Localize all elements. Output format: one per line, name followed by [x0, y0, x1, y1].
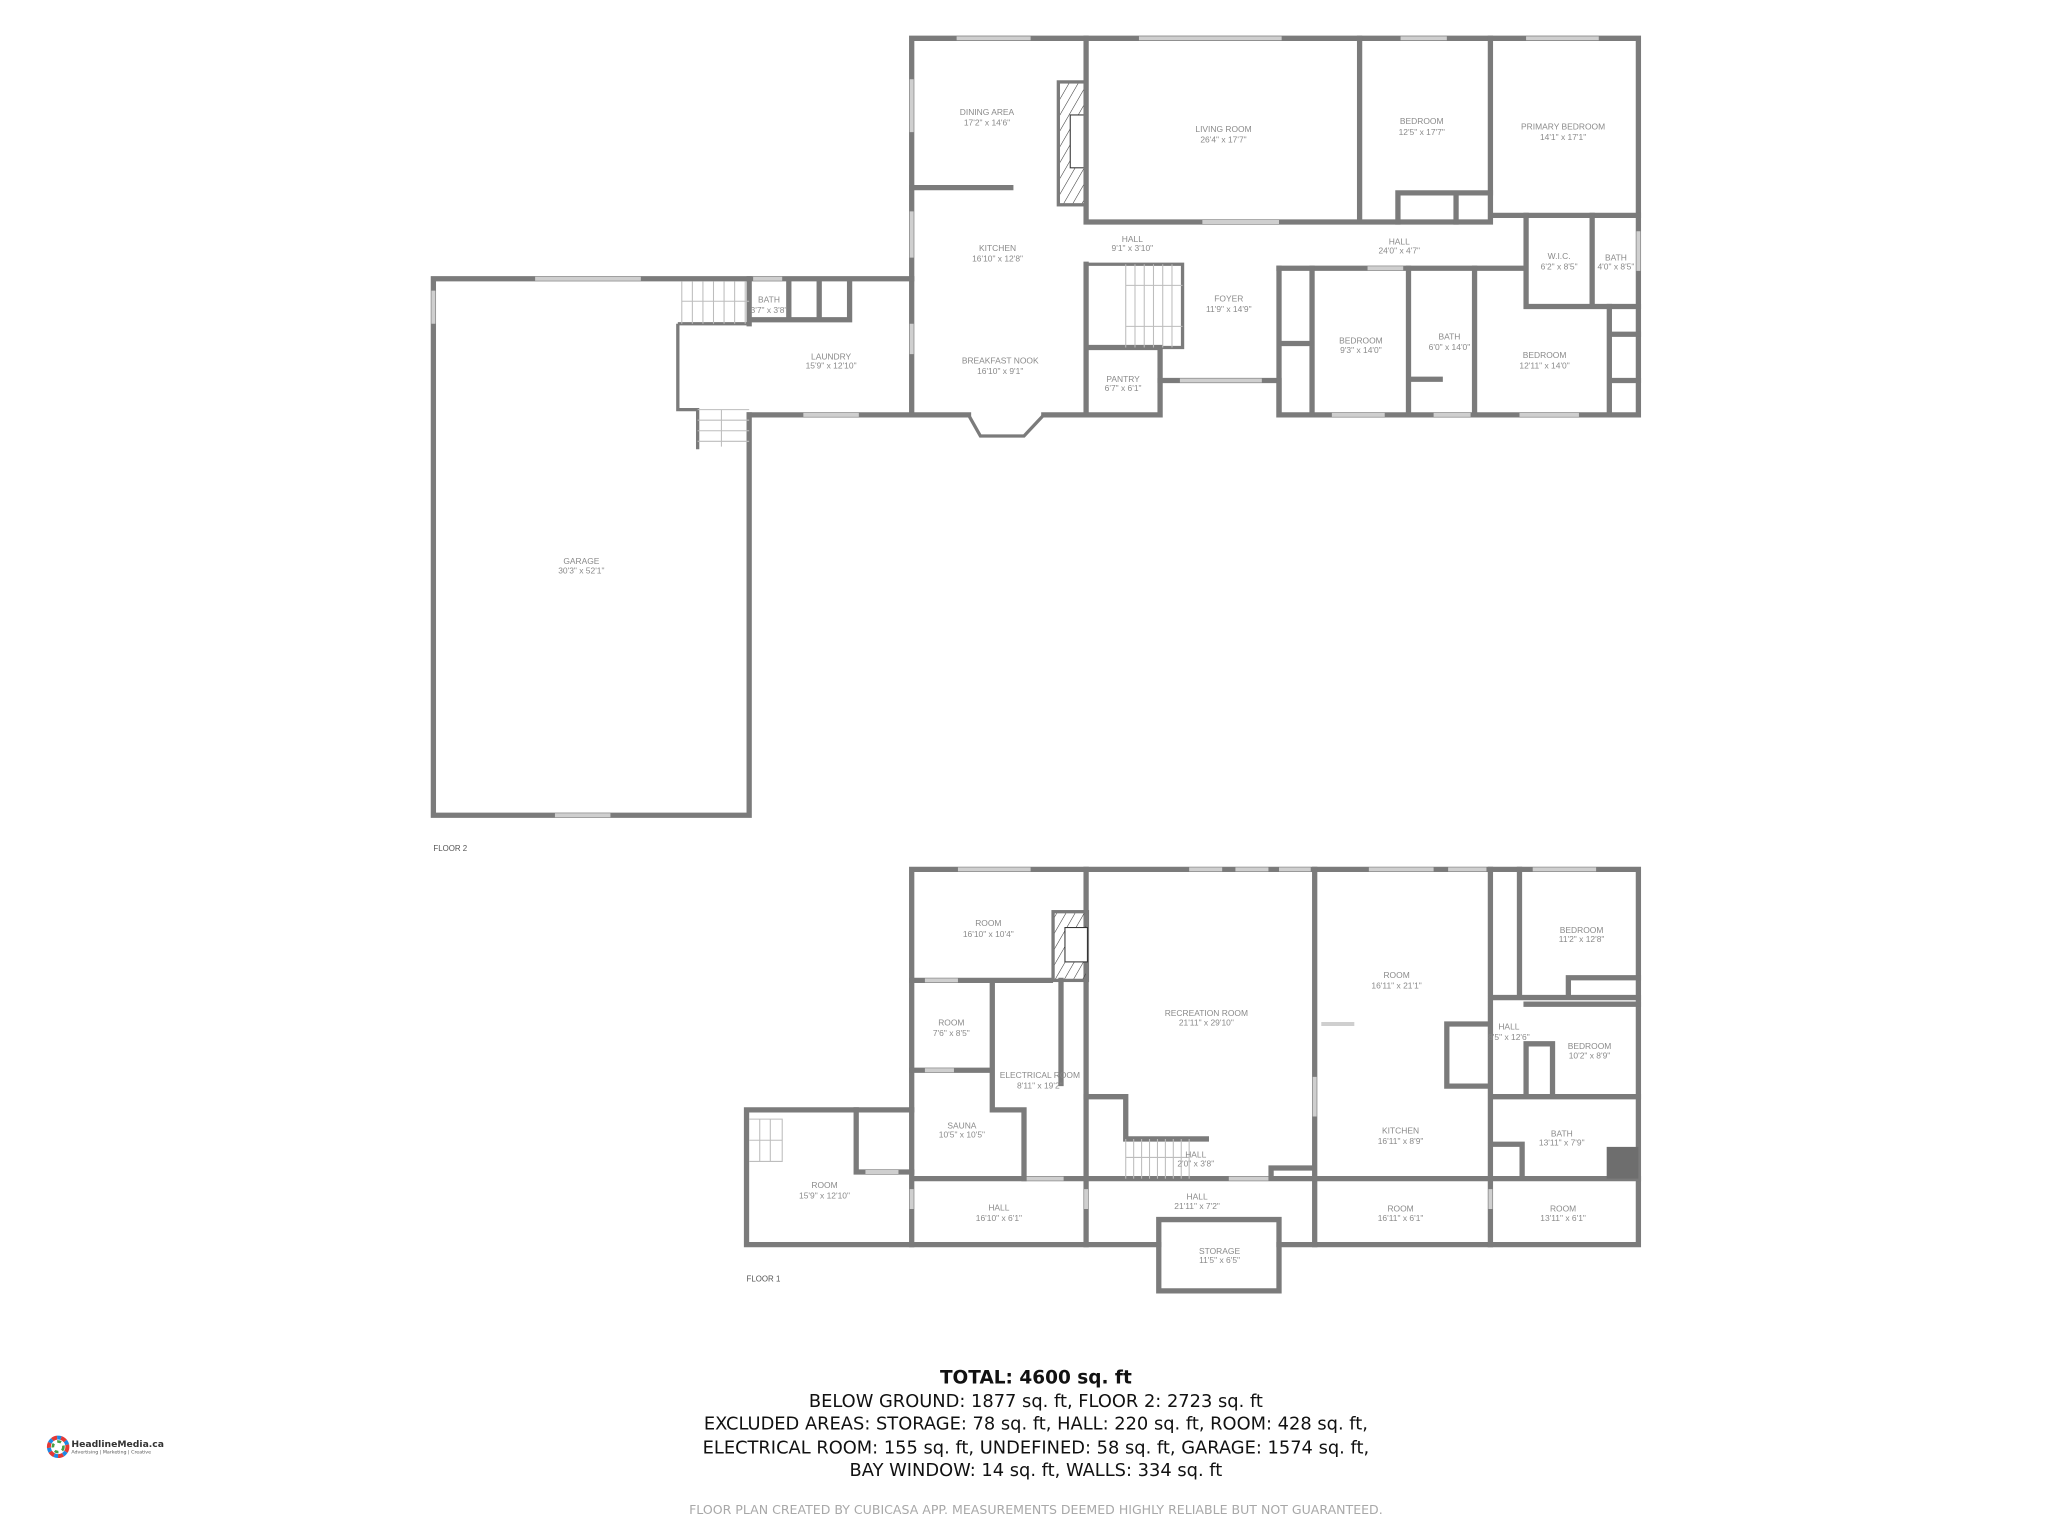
floor-label: FLOOR 1 — [747, 1275, 781, 1284]
room-dims: 16'10" x 9'1" — [977, 366, 1023, 376]
room-label: BEDROOM — [1523, 350, 1567, 360]
room-label: BREAKFAST NOOK — [962, 355, 1039, 365]
room-label: RECREATION ROOM — [1165, 1008, 1248, 1018]
room-label: HALL — [1187, 1192, 1208, 1202]
room-dims: 7'6" x 8'5" — [933, 1028, 970, 1038]
room-label: PANTRY — [1106, 374, 1140, 384]
logo-name: HeadlineMedia.ca — [71, 1439, 164, 1450]
room-label: ROOM — [938, 1017, 964, 1027]
room-label: ROOM — [1387, 1204, 1413, 1214]
room-dims: 26'4" x 17'7" — [1200, 135, 1246, 145]
disclaimer: FLOOR PLAN CREATED BY CUBICASA APP. MEAS… — [689, 1502, 1383, 1517]
logo-tagline: Advertising | Marketing | Creative — [71, 1449, 151, 1455]
room-dims: 24'0" x 4'7" — [1378, 246, 1420, 256]
staircase — [1125, 264, 1183, 348]
room-label: BATH — [758, 295, 780, 305]
room-dims: 6'0" x 14'0" — [1429, 342, 1471, 352]
room-label: LIVING ROOM — [1195, 124, 1251, 134]
fixture-block — [1606, 1146, 1639, 1179]
room-dims: 30'3" x 52'1" — [558, 565, 604, 575]
room-label: STORAGE — [1199, 1246, 1240, 1256]
room-label: ROOM — [1383, 970, 1409, 980]
room-dims: 17'2" x 14'6" — [964, 118, 1010, 128]
room-label: ROOM — [1550, 1204, 1576, 1214]
floor-label: FLOOR 2 — [433, 844, 467, 853]
room-dims: 6'7" x 6'1" — [1105, 383, 1142, 393]
room-dims: 15'9" x 12'10" — [806, 361, 857, 371]
room-dims: 11'2" x 12'8" — [1559, 934, 1605, 944]
room-dims: 12'11" x 14'0" — [1519, 361, 1569, 371]
room-label: KITCHEN — [979, 243, 1016, 253]
room-dims: 9'3" x 14'0" — [1340, 345, 1382, 355]
room-label: BATH — [1605, 252, 1627, 262]
room-label: DINING AREA — [960, 107, 1015, 117]
headlinemedia-logo: HeadlineMedia.ca Advertising | Marketing… — [46, 1435, 164, 1459]
summary-line: BELOW GROUND: 1877 sq. ft, FLOOR 2: 2723… — [809, 1391, 1263, 1412]
room-dims: 16'10" x 12'8" — [972, 254, 1023, 264]
room-label: HALL — [1122, 234, 1143, 244]
room-label: HALL — [988, 1202, 1009, 1212]
room-label: ELECTRICAL ROOM — [1000, 1070, 1080, 1080]
room-dims: 21'11" x 7'2" — [1174, 1201, 1220, 1211]
room-dims: 13'11" x 6'1" — [1540, 1213, 1586, 1223]
room-label: HALL — [1185, 1149, 1206, 1159]
room-label: LAUNDRY — [811, 351, 852, 361]
room-label: BEDROOM — [1568, 1041, 1612, 1051]
room-label: W.I.C. — [1548, 251, 1571, 261]
room-label: GARAGE — [563, 556, 599, 566]
room-dims: 13'11" x 7'9" — [1539, 1138, 1585, 1148]
room-label: SAUNA — [947, 1120, 976, 1130]
room-dims: 12'5" x 17'7" — [1399, 127, 1445, 137]
room-dims: 16'10" x 6'1" — [976, 1213, 1022, 1223]
room-label: BEDROOM — [1560, 925, 1604, 935]
room-dims: 11'5" x 6'5" — [1199, 1255, 1240, 1265]
summary-line: EXCLUDED AREAS: STORAGE: 78 sq. ft, HALL… — [704, 1414, 1368, 1435]
room-label: KITCHEN — [1382, 1126, 1419, 1136]
room-label: BATH — [1439, 332, 1461, 342]
room-dims: 15'9" x 12'10" — [799, 1190, 850, 1200]
room-label: BEDROOM — [1339, 336, 1383, 346]
room-dims: 2'0" x 3'8" — [1177, 1159, 1214, 1169]
room-dims: 16'10" x 10'4" — [963, 929, 1014, 939]
room-dims: 14'1" x 17'1" — [1540, 132, 1586, 142]
room-dims: 6'2" x 8'5" — [1541, 262, 1578, 272]
floor-2-plan: DINING AREA 17'2" x 14'6" LIVING ROOM 26… — [430, 35, 1642, 853]
room-label: PRIMARY BEDROOM — [1521, 121, 1605, 131]
room-label: ROOM — [975, 918, 1001, 928]
total-area: TOTAL: 4600 sq. ft — [940, 1367, 1132, 1388]
floor-1-plan: ROOM 16'10" x 10'4" RECREATION ROOM 21'1… — [743, 866, 1642, 1294]
summary-line: ELECTRICAL ROOM: 155 sq. ft, UNDEFINED: … — [703, 1437, 1370, 1458]
room-label: HALL — [1498, 1021, 1519, 1031]
room-dims: 3'7" x 3'8" — [751, 305, 788, 315]
logo-pinwheel-icon — [46, 1435, 70, 1459]
room-label: BEDROOM — [1400, 116, 1444, 126]
room-dims: 11'9" x 14'9" — [1206, 304, 1252, 314]
room-dims: 16'11" x 6'1" — [1378, 1213, 1424, 1223]
room-dims: 10'2" x 8'9" — [1569, 1050, 1611, 1060]
room-dims: 16'11" x 8'9" — [1378, 1136, 1424, 1146]
room-dims: 8'11" x 19'2" — [1017, 1081, 1063, 1091]
bay-window — [967, 413, 1046, 438]
staircase — [749, 1118, 1190, 1179]
area-summary: TOTAL: 4600 sq. ft BELOW GROUND: 1877 sq… — [689, 1367, 1383, 1517]
room-dims: 9'1" x 3'10" — [1112, 243, 1154, 253]
summary-line: BAY WINDOW: 14 sq. ft, WALLS: 334 sq. ft — [850, 1460, 1223, 1481]
room-dims: 16'11" x 21'1" — [1371, 980, 1421, 990]
room-label: BATH — [1551, 1128, 1573, 1138]
room-dims: 8'5" x 12'6" — [1488, 1032, 1530, 1042]
room-dims: 21'11" x 29'10" — [1179, 1017, 1234, 1027]
room-label: HALL — [1389, 236, 1410, 246]
staircase — [681, 281, 750, 447]
room-label: ROOM — [811, 1180, 837, 1190]
room-dims: 10'5" x 10'5" — [939, 1130, 985, 1140]
room-dims: 4'0" x 8'5" — [1597, 262, 1634, 272]
room-label: FOYER — [1214, 293, 1243, 303]
